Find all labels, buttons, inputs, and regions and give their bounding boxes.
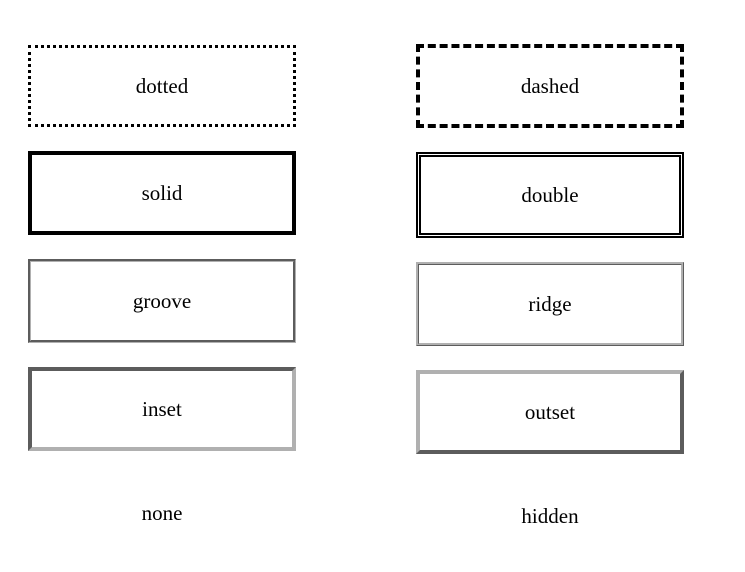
- box-solid: solid: [28, 151, 296, 235]
- box-ridge: ridge: [416, 262, 684, 346]
- box-label-double: double: [521, 182, 579, 207]
- box-double: double: [416, 152, 684, 238]
- box-outset: outset: [416, 370, 684, 454]
- box-label-solid: solid: [141, 180, 183, 205]
- box-label-dotted: dotted: [135, 73, 189, 98]
- box-label-dashed: dashed: [520, 73, 580, 98]
- box-hidden: hidden: [416, 478, 684, 554]
- box-label-inset: inset: [142, 396, 182, 421]
- box-label-none: none: [141, 500, 183, 525]
- box-label-groove: groove: [132, 288, 192, 313]
- box-none: none: [28, 475, 296, 551]
- box-groove: groove: [28, 259, 296, 343]
- box-label-outset: outset: [524, 399, 576, 424]
- box-dashed: dashed: [416, 44, 684, 128]
- box-label-hidden: hidden: [521, 503, 579, 528]
- box-inset: inset: [28, 367, 296, 451]
- box-dotted: dotted: [28, 45, 296, 127]
- box-label-ridge: ridge: [528, 291, 572, 316]
